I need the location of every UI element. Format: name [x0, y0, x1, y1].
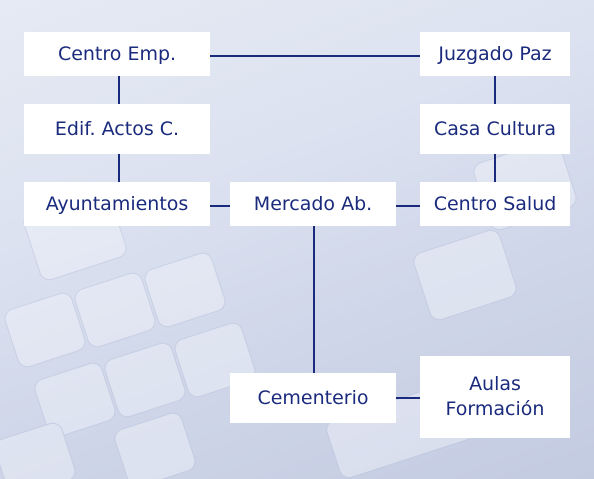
node-casa-cultura: Casa Cultura	[420, 104, 570, 154]
node-mercado: Mercado Ab.	[230, 182, 396, 226]
node-centro-emp: Centro Emp.	[24, 32, 210, 76]
connector-juzgado-casa	[494, 76, 496, 104]
node-label: Cementerio	[257, 386, 369, 409]
connector-mercado-cementerio	[313, 226, 315, 373]
node-cementerio: Cementerio	[230, 373, 396, 423]
node-label: Centro Salud	[433, 192, 557, 215]
node-label-line-1: Aulas	[469, 373, 521, 396]
node-label: Ayuntamientos	[45, 192, 189, 215]
connector-cementerio-aulas	[396, 397, 420, 399]
connector-centro-edif	[118, 76, 120, 104]
node-ayuntamientos: Ayuntamientos	[24, 182, 210, 226]
connector-edif-ayunt	[118, 154, 120, 182]
connector-casa-salud	[494, 154, 496, 182]
node-label-line-2: Formación	[445, 398, 545, 420]
node-edif-actos: Edif. Actos C.	[24, 104, 210, 154]
node-label: Centro Emp.	[57, 42, 177, 65]
node-centro-salud: Centro Salud	[420, 182, 570, 226]
node-juzgado-paz: Juzgado Paz	[420, 32, 570, 76]
node-label: Casa Cultura	[433, 117, 557, 140]
node-label: Mercado Ab.	[253, 192, 373, 215]
connector-mercado-salud	[396, 205, 420, 207]
node-label: Juzgado Paz	[438, 42, 552, 65]
connector-ayunt-mercado	[210, 205, 230, 207]
node-aulas-formacion: Aulas Formación	[420, 356, 570, 438]
node-label: Aulas Formación	[446, 372, 545, 421]
connector-centro-juzgado	[210, 55, 420, 57]
node-label: Edif. Actos C.	[54, 117, 180, 140]
